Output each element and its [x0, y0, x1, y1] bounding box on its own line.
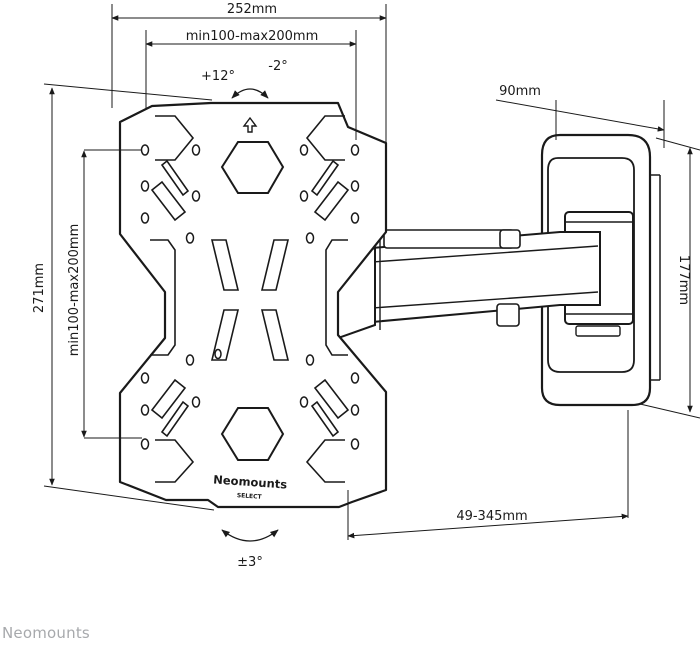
wall-plate-depth-label: 90mm — [499, 84, 541, 99]
tilt-up-label: +12° — [201, 69, 235, 84]
overall-width-label: 252mm — [227, 2, 277, 17]
footer-brand-logo: Neomounts — [2, 624, 90, 642]
vesa-height-label: min100-max200mm — [67, 224, 82, 356]
plate-logo: Neomounts SELECT — [213, 472, 288, 501]
vesa-plate — [118, 101, 388, 509]
wall-plate-height-label: 177mm — [676, 255, 691, 305]
rotation-arrows — [221, 88, 279, 542]
plate-logo-series: SELECT — [237, 492, 263, 501]
extension-label: 49-345mm — [456, 509, 527, 524]
tilt-down-label: -2° — [268, 59, 287, 74]
rotate-label: ±3° — [237, 555, 263, 570]
extension-arm — [371, 229, 601, 330]
vesa-width-label: min100-max200mm — [186, 29, 318, 44]
plate-logo-brand: Neomounts — [213, 472, 288, 491]
overall-height-label: 271mm — [32, 263, 47, 313]
dimension-lines — [43, 4, 700, 540]
